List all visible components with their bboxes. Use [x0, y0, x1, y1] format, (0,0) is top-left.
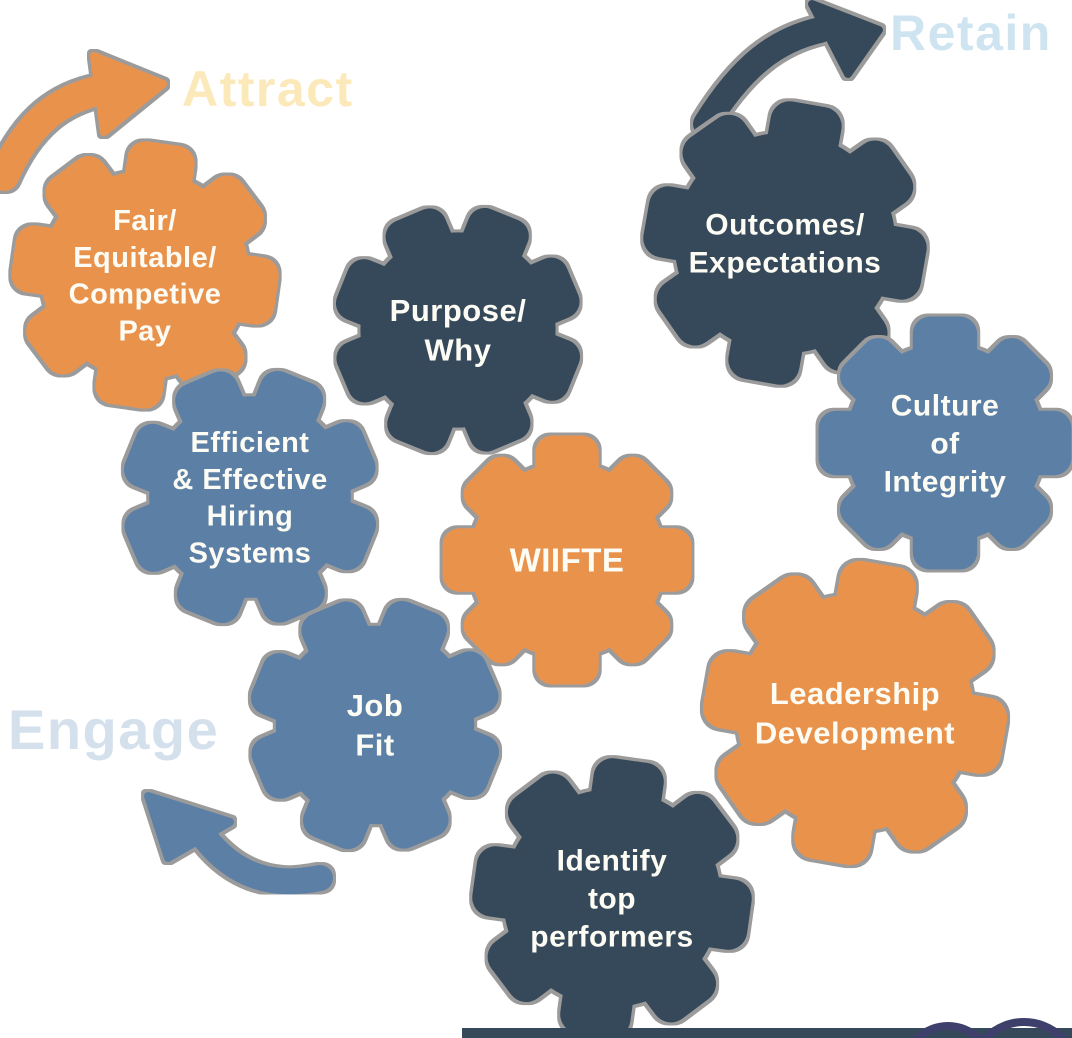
arrow-body [0, 75, 117, 191]
gear-body [736, 594, 974, 832]
stage-label-engage: Engage [8, 698, 220, 761]
gear-label: Outcomes/Expectations [689, 208, 882, 279]
gear-body [360, 232, 556, 428]
arrow-head [808, 0, 883, 78]
gear-body [845, 343, 1045, 543]
gear-wiifte: WIIFTE [442, 435, 692, 685]
retain-arrow-icon [693, 0, 883, 137]
arrow-head [90, 52, 167, 136]
gear-body [503, 789, 721, 1007]
gear-body [149, 396, 351, 598]
arrow-head [144, 792, 234, 862]
logo-mark-icon [912, 1018, 1068, 1038]
logo-arc [912, 1022, 984, 1038]
stage-label-retain: Retain [890, 5, 1052, 61]
gear-body [41, 171, 249, 379]
gear-body [275, 625, 475, 825]
gear-label: WIIFTE [510, 542, 625, 579]
engage-arrow-icon [144, 792, 333, 895]
arrows-layer [0, 0, 883, 895]
stage-label-attract: Attract [182, 61, 354, 117]
gear-body [674, 132, 896, 354]
footer-layer [462, 1018, 1072, 1038]
gear-body [469, 462, 665, 658]
footer-bar [462, 1028, 1072, 1038]
arrow-body [192, 825, 333, 895]
arrow-body [693, 17, 833, 137]
gear-label: Purpose/Why [390, 293, 527, 367]
gear-purpose-why: Purpose/Why [335, 207, 581, 453]
logo-arc [980, 1018, 1068, 1038]
attract-arrow-icon [0, 52, 167, 191]
